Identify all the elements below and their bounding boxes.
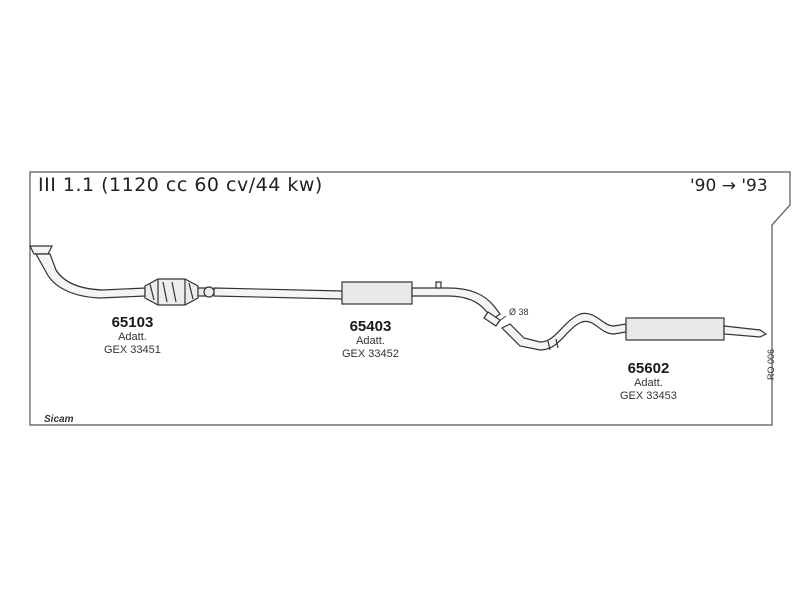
part-code: 65602: [627, 360, 670, 377]
part-note: Adatt.: [118, 331, 147, 343]
diameter-label: Ø 38: [509, 307, 529, 317]
intermediate-pipe: [213, 281, 501, 327]
part-note: Adatt.: [356, 335, 385, 347]
diagram-code: RO 006: [766, 348, 776, 380]
part-label-65602: 65602 Adatt. GEX 33453: [620, 360, 677, 403]
year-range: '90 → '93: [690, 176, 768, 196]
diameter-leader: [497, 315, 507, 323]
part-label-65403: 65403 Adatt. GEX 33452: [342, 318, 399, 361]
part-reference: GEX 33453: [620, 390, 677, 402]
part-reference: GEX 33452: [342, 348, 399, 360]
front-pipe: [29, 245, 146, 299]
part-note: Adatt.: [634, 377, 663, 389]
catalytic-converter: [144, 278, 215, 306]
model-title: III 1.1 (1120 cc 60 cv/44 kw): [38, 174, 323, 196]
part-reference: GEX 33451: [104, 344, 161, 356]
part-code: 65403: [349, 318, 392, 335]
brand-logo: Sicam: [44, 414, 74, 425]
diagram-border: [29, 171, 791, 426]
part-label-65103: 65103 Adatt. GEX 33451: [104, 314, 161, 357]
rear-pipe: [500, 312, 768, 351]
part-code: 65103: [111, 314, 154, 331]
